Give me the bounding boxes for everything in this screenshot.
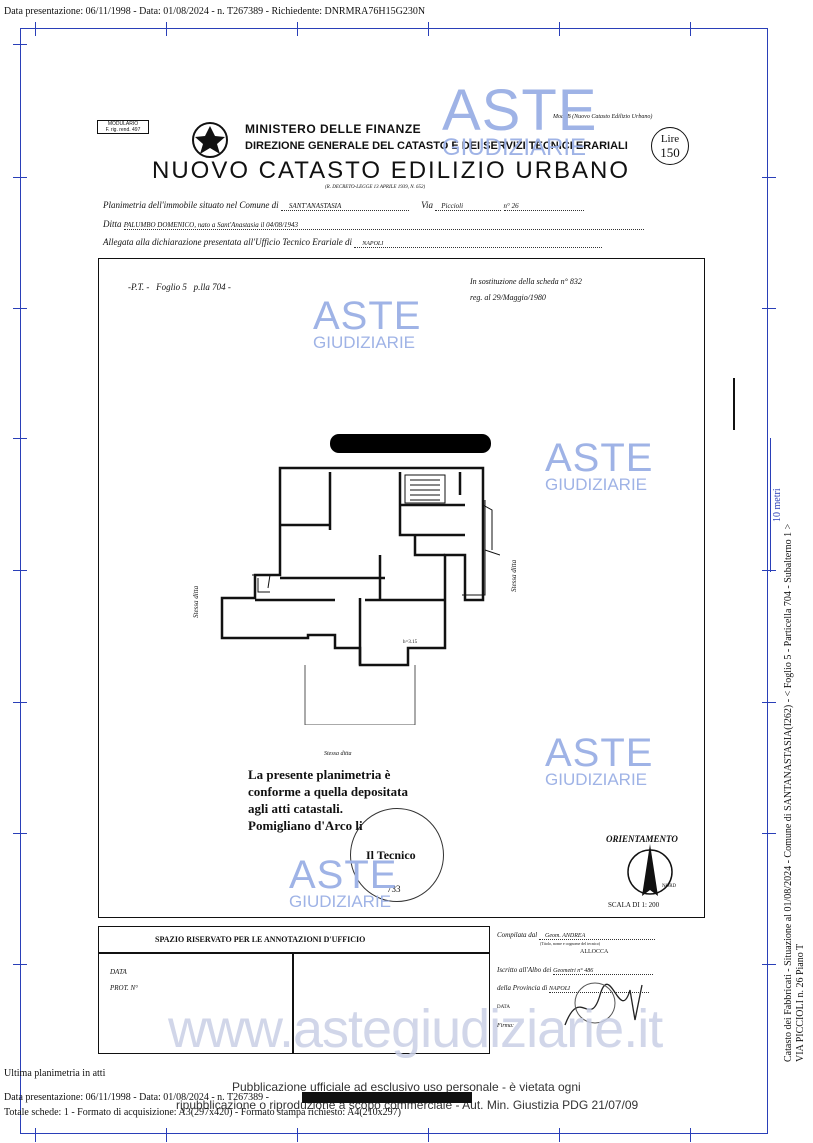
signature: Il Tecnico: [366, 848, 416, 862]
conformity-line-4: Pomigliano d'Arco li: [248, 818, 363, 833]
firma-label: Firma:: [497, 1023, 514, 1029]
modulario-ref: F. rig. rend. 497: [105, 127, 141, 133]
via-label: Via: [421, 200, 434, 210]
prot-label: PROT. N°: [110, 984, 138, 992]
comune-value: SANT'ANASTASIA: [280, 202, 409, 211]
stamp-lire: Lire 150: [651, 127, 689, 165]
direction-label: DIREZIONE GENERALE DEL CATASTO E DEI SER…: [245, 140, 628, 152]
watermark-top-aste: ASTE: [442, 78, 598, 143]
conformity-line-2: conforme a quella depositata: [248, 784, 408, 799]
ministry-label: MINISTERO DELLE FINANZE: [245, 122, 422, 136]
data2-label: DATA: [497, 1005, 510, 1010]
margin-mark: [733, 378, 735, 430]
office-divider-v: [292, 952, 294, 1054]
decree-ref: (R. DECRETO-LEGGE 13 APRILE 1939, N. 652…: [325, 185, 426, 190]
watermark-4-aste: ASTE: [289, 853, 398, 897]
watermark-3-giudiziarie: GIUDIZIARIE: [545, 770, 648, 789]
office-box: [98, 926, 490, 1054]
compass-icon: [627, 844, 673, 896]
ufficio-value: NAPOLI: [354, 241, 603, 248]
data-label: DATA: [110, 968, 127, 976]
document-frame: [20, 28, 768, 1134]
footer-ultima: Ultima planimetria in atti: [4, 1068, 106, 1079]
compilata-label: Compilata dal: [497, 931, 538, 939]
allegata-label: Allegata alla dichiarazione presentata a…: [103, 237, 352, 247]
numero-value: n° 26: [503, 202, 584, 211]
footer-redaction: [302, 1092, 472, 1103]
compilata-value: Geom. ANDREA: [539, 933, 656, 940]
iscritto-value: Geometri n° 486: [553, 968, 654, 975]
substitution-1: In sostituzione della scheda n° 832: [470, 277, 582, 286]
ditta-label: Ditta: [103, 219, 122, 229]
provincia-row: della Provincia di NAPOLI: [497, 984, 650, 993]
header-info: Data presentazione: 06/11/1998 - Data: 0…: [4, 6, 426, 17]
watermark-2-giudiziarie: GIUDIZIARIE: [545, 475, 648, 494]
scale-bar-label: 10 metri: [772, 488, 783, 522]
footer-line-1: Data presentazione: 06/11/1998 - Data: 0…: [4, 1092, 269, 1103]
watermark-1-aste: ASTE: [313, 294, 422, 338]
provincia-label: della Provincia di: [497, 984, 548, 992]
room-height: h=3.15: [403, 640, 418, 645]
side-label-left: Stessa ditta: [192, 585, 200, 618]
seal-stamp: [350, 808, 444, 902]
form-title: NUOVO CATASTO EDILIZIO URBANO: [152, 157, 631, 184]
via-value: Piccioli: [435, 202, 502, 211]
watermark-1: ASTE GIUDIZIARIE: [313, 296, 421, 351]
stamp-value: 150: [660, 145, 680, 160]
reserved-label: SPAZIO RISERVATO PER LE ANNOTAZIONI D'UF…: [155, 935, 366, 944]
stamp-lire-label: Lire: [660, 133, 680, 145]
watermark-4: ASTE GIUDIZIARIE: [289, 855, 397, 910]
nord-label: NORD: [662, 884, 677, 889]
ditta-value: PALUMBO DOMENICO, nato a Sant'Anastasia …: [123, 221, 644, 230]
plan-box: [98, 258, 705, 918]
scale-bar: [770, 438, 771, 572]
watermark-top: ASTE GIUDIZIARIE: [442, 82, 598, 160]
conformity-text: La presente planimetria è conforme a que…: [248, 766, 408, 834]
mod-b-label: Mod. B (Nuovo Catasto Edilizio Urbano): [553, 114, 653, 120]
ditta-row: Ditta PALUMBO DOMENICO, nato a Sant'Anas…: [103, 219, 644, 230]
watermark-notice-2: ripubblicazione o riproduzione a scopo c…: [176, 1098, 639, 1112]
watermark-notice-1: Pubblicazione ufficiale ad esclusivo uso…: [232, 1080, 581, 1094]
sheet-ref: -P.T. - Foglio 5 p.lla 704 -: [128, 282, 231, 292]
provincia-value: NAPOLI: [549, 986, 650, 993]
footer-line-2: Totale schede: 1 - Formato di acquisizio…: [4, 1107, 401, 1118]
floor-plan: [220, 466, 500, 725]
modulario-label: MODULARIO: [107, 121, 139, 127]
substitution-2: reg. al 29/Maggio/1980: [470, 293, 546, 302]
watermark-site: www.astegiudiziarie.it: [168, 999, 663, 1059]
bottom-label: Stessa ditta: [324, 751, 352, 757]
watermark-4-giudiziarie: GIUDIZIARIE: [289, 892, 392, 911]
redaction-bar: [330, 434, 491, 453]
side-line-2: VIA PICCIOLI n. 26 Piano T: [795, 943, 806, 1062]
side-label-right: Stessa ditta: [510, 559, 518, 592]
office-divider-h: [98, 952, 490, 954]
planimetria-row: Planimetria dell'immobile situato nel Co…: [103, 200, 584, 211]
orientation-label: ORIENTAMENTO: [606, 834, 678, 844]
modulario-box: MODULARIO F. rig. rend. 497: [97, 120, 149, 134]
signature-scribble: [564, 982, 643, 1026]
scale-label: SCALA DI 1: 200: [608, 901, 660, 909]
compilata-row: Compilata dal Geom. ANDREA: [497, 931, 656, 940]
watermark-2-aste: ASTE: [545, 436, 654, 480]
iscritto-label: Iscritto all'Albo dei: [497, 966, 552, 974]
conformity-line-1: La presente planimetria è: [248, 767, 391, 782]
watermark-1-giudiziarie: GIUDIZIARIE: [313, 333, 416, 352]
planimetria-label: Planimetria dell'immobile situato nel Co…: [103, 200, 279, 210]
conformity-line-3: agli atti catastali.: [248, 801, 343, 816]
watermark-3-aste: ASTE: [545, 731, 654, 775]
side-line-1: Catasto dei Fabbricati - Situazione al 0…: [783, 523, 794, 1062]
allegata-row: Allegata alla dichiarazione presentata a…: [103, 237, 603, 248]
stamp-number: 733: [387, 884, 401, 894]
watermark-2: ASTE GIUDIZIARIE: [545, 438, 653, 493]
iscritto-row: Iscritto all'Albo dei Geometri n° 486: [497, 966, 654, 975]
watermark-3: ASTE GIUDIZIARIE: [545, 733, 653, 788]
emblem-icon: [190, 120, 230, 160]
compilata-surname: ALLOCCA: [580, 949, 609, 955]
compilata-sub: (Titolo, nome e cognome del tecnico): [540, 941, 601, 946]
watermark-top-giudiziarie: GIUDIZIARIE: [442, 134, 587, 161]
